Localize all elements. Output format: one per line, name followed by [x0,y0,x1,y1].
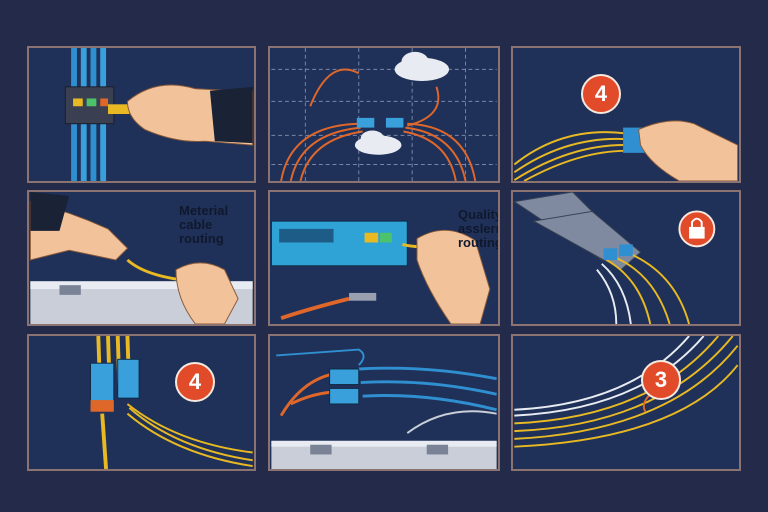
hand-icon [416,229,491,324]
caption-line: routing [179,231,224,246]
step-number-badge: 4 [175,362,215,402]
panel-caption: Quality asslerr routing [458,207,500,250]
cable-tray-illustration [271,348,497,469]
caption-line: Quality [458,207,500,222]
panel-secure-conduits [511,190,741,326]
panel-quality-routing: Quality asslerr routing [268,190,500,326]
caption-line: Meterial [179,203,229,218]
panel-cable-tray [268,334,500,471]
network-switch-icon [270,220,408,267]
step-number-badge: 3 [641,360,681,400]
patch-plugging-illustration [64,48,254,181]
quality-routing-illustration [270,220,491,324]
step-number-badge: 4 [581,74,621,114]
panel-curved-fibers-step: 3 [511,334,741,471]
hand-icon [29,192,129,261]
caption-line: routing [458,235,500,250]
hand-icon [175,262,239,324]
connector-icon [329,368,360,405]
fiber-bundle-illustration [513,120,739,181]
panel-cable-connectors-step: 4 [27,334,256,471]
curved-fibers-illustration [514,336,739,448]
hand-icon [126,84,254,146]
hand-icon [638,120,739,181]
cable-connectors-illustration [90,336,253,469]
caption-line: cable [179,217,213,232]
caption-line: asslerr [458,221,500,236]
panel-patch-plugging [27,46,256,183]
cloud-network-illustration [271,48,497,181]
material-routing-illustration [29,192,253,324]
cloud-icon [394,51,450,82]
panel-material-routing: Meterial cable routing [27,190,256,326]
connector-icon [90,358,140,412]
panel-caption: Meterial cable routing [179,204,228,246]
panel-fiber-bundle-step: 4 [511,46,741,183]
panel-cloud-network [268,46,500,183]
cloud-icon [354,130,402,155]
secure-conduits-illustration [513,192,716,324]
padlock-icon [678,210,716,248]
